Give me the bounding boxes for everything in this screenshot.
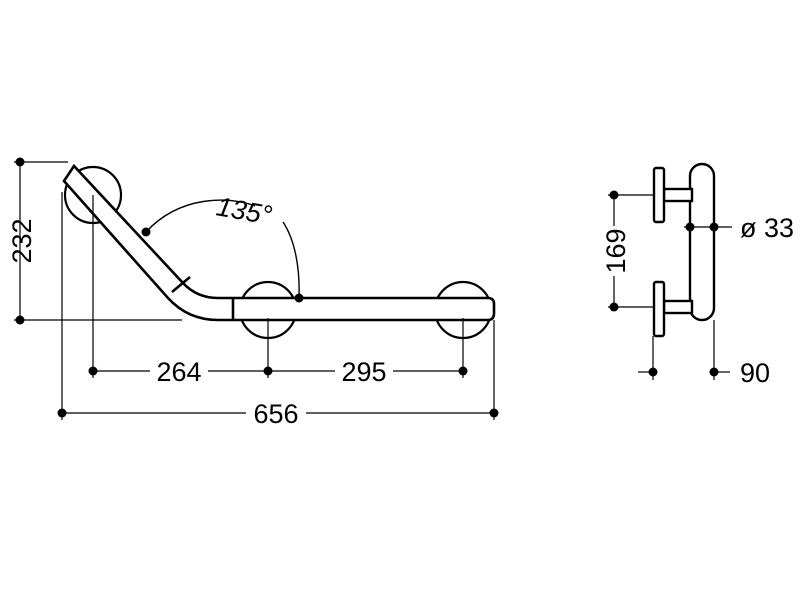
overall-height-label: 232 — [7, 218, 37, 263]
side-dimension-dots — [609, 190, 719, 377]
side-flange-top — [652, 166, 666, 224]
front-view — [62, 163, 496, 340]
angle-label: 135° — [214, 191, 274, 230]
side-arm-bottom — [662, 299, 694, 315]
bar-joint-diagonal — [171, 276, 191, 293]
diameter-label: ø 33 — [740, 213, 794, 243]
segment-right-label: 295 — [341, 357, 386, 387]
grab-bar-outline — [62, 163, 496, 322]
projection-label: 90 — [740, 358, 770, 388]
angle-arc — [145, 199, 256, 233]
side-flange-bottom — [652, 280, 666, 338]
front-dimension-dots — [15, 157, 499, 418]
flange-spacing-label: 169 — [601, 228, 631, 273]
side-view — [652, 162, 716, 338]
angle-arc-lower — [282, 221, 300, 298]
segment-left-label: 264 — [156, 357, 201, 387]
side-arm-top — [662, 187, 694, 203]
overall-width-label: 656 — [253, 399, 298, 429]
side-bar-tube — [688, 162, 716, 322]
